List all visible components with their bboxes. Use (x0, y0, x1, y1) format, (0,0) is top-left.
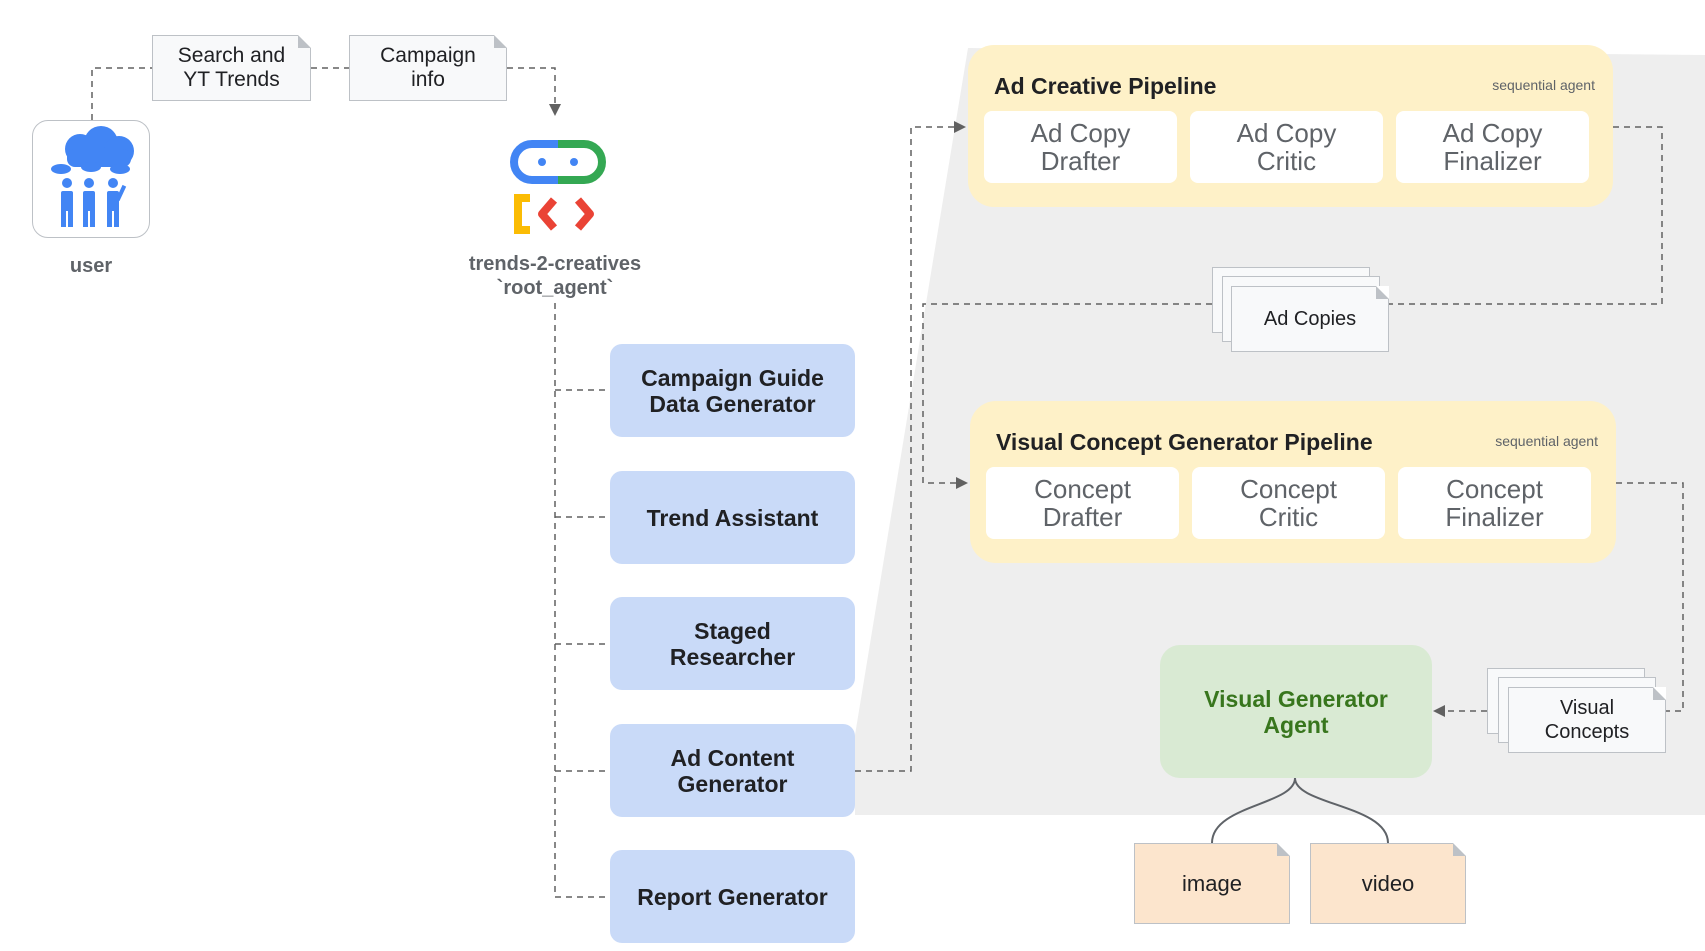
ad-content-to-pipeline-connector (855, 121, 966, 772)
ad-copy-drafter-step[interactable]: Ad Copy Drafter (984, 111, 1177, 183)
visual-pipeline-title: Visual Concept Generator Pipeline (996, 429, 1373, 455)
ad-pipeline-to-copies-connector (1389, 126, 1663, 305)
visual-pipeline-to-concepts-connector (1616, 482, 1684, 712)
doc-fold (1653, 687, 1666, 700)
staged-researcher-agent[interactable]: Staged Researcher (610, 597, 855, 690)
generator-output-brace (1211, 777, 1389, 844)
ad-copies-doc: Ad Copies (1231, 286, 1389, 352)
user-avatar-box (32, 120, 150, 238)
search-trends-label: Search and YT Trends (177, 44, 286, 91)
doc-fold (1277, 843, 1290, 856)
concept-finalizer-step[interactable]: Concept Finalizer (1398, 467, 1591, 539)
visual-concepts-label: Visual Concepts (1544, 697, 1630, 743)
ad-creative-pipeline: Ad Creative Pipeline sequential agent Ad… (968, 45, 1613, 207)
user-to-search-connector (91, 67, 152, 120)
video-output-doc: video (1310, 843, 1466, 924)
search-trends-input-doc: Search and YT Trends (152, 35, 311, 101)
image-output-doc: image (1134, 843, 1290, 924)
doc-fold (1453, 843, 1466, 856)
ad-pipeline-title: Ad Creative Pipeline (994, 73, 1217, 99)
concept-critic-step[interactable]: Concept Critic (1192, 467, 1385, 539)
adk-logo-icon (510, 140, 606, 234)
doc-fold (298, 35, 311, 48)
ad-copies-label: Ad Copies (1263, 308, 1357, 330)
visual-pipeline-type: sequential agent (1495, 433, 1598, 449)
visual-concepts-doc: Visual Concepts (1508, 687, 1666, 753)
ad-pipeline-type: sequential agent (1492, 77, 1595, 93)
copies-to-visual-pipeline-connector (922, 303, 1212, 489)
campaign-guide-data-generator-agent[interactable]: Campaign Guide Data Generator (610, 344, 855, 437)
doc-fold (1376, 286, 1389, 299)
visual-generator-agent[interactable]: Visual Generator Agent (1160, 645, 1432, 778)
campaign-to-root-connector (507, 67, 561, 116)
campaign-info-input-doc: Campaign info (349, 35, 507, 101)
campaign-info-label: Campaign info (380, 44, 476, 91)
video-output-label: video (1361, 870, 1415, 896)
report-generator-agent[interactable]: Report Generator (610, 850, 855, 943)
ad-copy-critic-step[interactable]: Ad Copy Critic (1190, 111, 1383, 183)
trend-assistant-agent[interactable]: Trend Assistant (610, 471, 855, 564)
doc-fold (494, 35, 507, 48)
image-output-label: image (1182, 870, 1242, 896)
ad-copy-finalizer-step[interactable]: Ad Copy Finalizer (1396, 111, 1589, 183)
users-thinking-icon (51, 126, 134, 227)
concept-drafter-step[interactable]: Concept Drafter (986, 467, 1179, 539)
visual-concept-pipeline: Visual Concept Generator Pipeline sequen… (970, 401, 1616, 563)
ad-content-generator-agent[interactable]: Ad Content Generator (610, 724, 855, 817)
root-agent-label: trends-2-creatives `root_agent` (468, 253, 642, 299)
user-label: user (69, 255, 113, 277)
